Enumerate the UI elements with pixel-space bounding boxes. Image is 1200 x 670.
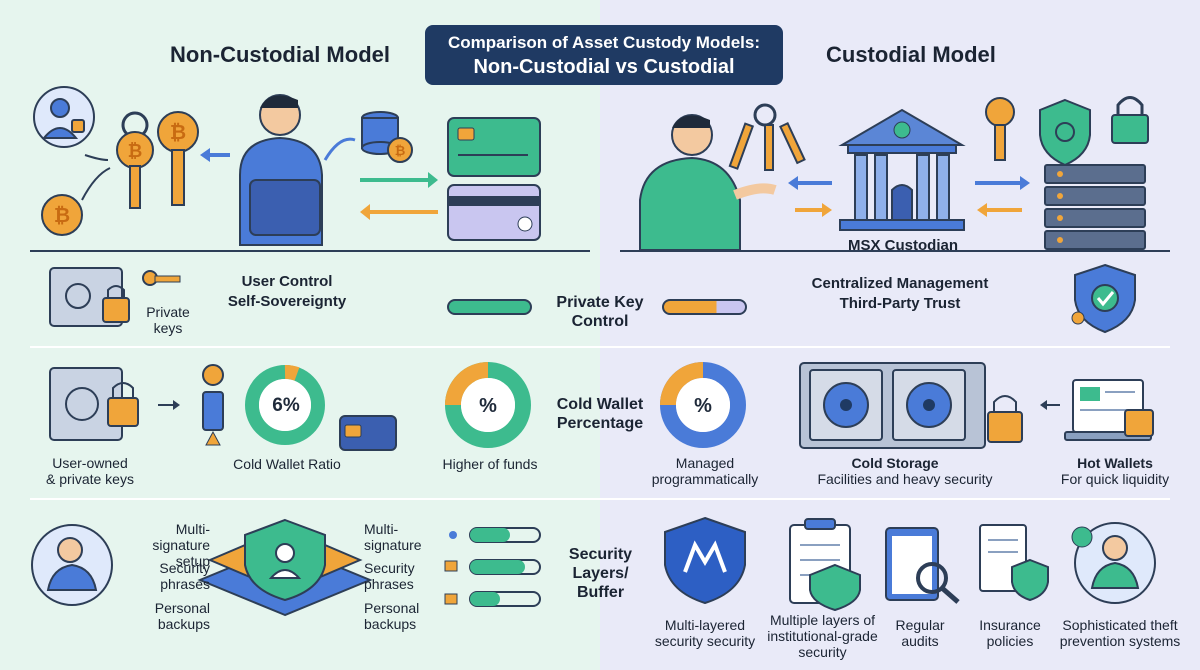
green-card-icon [447,117,541,177]
centralized-management-label: Centralized Management Third-Party Trust [811,275,989,312]
theft-prevention-label: Sophisticated theft prevention systems [1059,617,1181,649]
person-offering-keys-icon [639,114,777,251]
non-custodial-header: Non-Custodial Model [170,42,390,67]
arrow-to-coins [323,137,356,161]
arrow-curve-1 [81,167,111,201]
cold-wallet-ratio-label: Cold Wallet Ratio [233,456,341,472]
person-with-wallet-icon [239,94,323,246]
cold-wallet-percentage-label: Cold Wallet Percentage [556,396,644,432]
msx-shield-icon [664,516,746,605]
security-phrases-right-label: Security phrases [364,560,415,592]
small-keys-icon [142,270,181,286]
safe-icon-small [49,267,130,327]
svg-text:₿: ₿ [128,141,143,162]
usb-bitcoin-icon [202,364,224,446]
multi-layered-label: Multi-layered security security [654,617,756,649]
wallet-card-icon [339,415,397,451]
shield-check-icon-r1 [1071,263,1136,334]
user-owned-label: User-owned & private keys [46,455,134,487]
hot-wallet-laptop-icon [1064,379,1154,441]
higher-funds-label: Higher of funds [442,456,538,472]
hot-wallets-subtitle: For quick liquidity [1060,471,1170,487]
svg-text:₿: ₿ [54,203,70,227]
divider-2 [30,498,1170,500]
arrow-curve-2 [84,154,109,161]
insurance-document-icon [979,524,1049,602]
cold-storage-title: Cold Storage [851,455,939,471]
coin-stack-icon: ₿ [361,111,413,163]
shield-gear-icon [1039,98,1091,167]
person-thumbs-up-left [31,524,113,606]
comparison-title: Comparison of Asset Custody Models: Non-… [425,25,783,85]
svg-text:₿: ₿ [170,120,186,144]
percent-symbol-right: % [694,395,712,417]
managed-donut [660,362,746,448]
safe-icon-row2 [49,367,139,441]
private-key-bar-right [662,299,747,315]
security-layers-label: Security Layers/ Buffer [568,546,633,601]
private-keys-label: Private keys [146,304,190,336]
security-progress-bars [444,527,541,607]
audit-magnifier-icon [885,527,960,604]
svg-text:₿: ₿ [395,144,406,159]
bitcoin-coin-icon: ₿ [41,194,83,236]
private-key-bar-left [447,299,532,315]
cold-ratio-value: 6% [272,395,300,416]
title-line-2: Non-Custodial vs Custodial [473,56,735,78]
checklist-clipboard-icon [789,518,861,612]
person-check-right [1071,522,1156,604]
percent-symbol-left: % [479,395,497,417]
personal-backups-left-label: Personal backups [154,600,210,632]
title-line-1: Comparison of Asset Custody Models: [447,33,760,52]
keys-icon [728,103,806,171]
msx-custodian-label: MSX Custodian [847,237,958,254]
multisig-setup-label: Multi-signature setup [152,521,210,569]
divider-1 [30,346,1170,348]
cold-storage-vault-icon [799,362,1023,449]
managed-programmatically-label: Managed programmatically [651,455,759,487]
private-key-control-label: Private Key Control [556,294,644,330]
institutional-label: Multiple layers of institutional-grade s… [767,612,878,660]
cold-storage-subtitle: Facilities and heavy security [817,471,993,487]
baseline-left [30,250,590,252]
multi-signature-right-label: Multi- signature [364,521,422,553]
personal-backups-right-label: Personal backups [364,600,420,632]
custodial-header: Custodial Model [826,42,996,67]
user-avatar-icon [33,86,95,148]
padlock-icon-top [1111,96,1149,144]
hot-wallets-title: Hot Wallets [1077,455,1153,471]
regular-audits-label: Regular audits [895,617,945,649]
security-phrases-left-label: Security phrases [159,560,210,592]
orange-key-icon [985,97,1015,161]
user-control-label: User Control Self-Sovereignty [227,273,347,310]
insurance-policies-label: Insurance policies [979,617,1041,649]
baseline-right [620,250,1170,252]
purple-card-icon [447,184,541,241]
higher-funds-donut [445,362,531,448]
security-layers-icon [197,518,373,617]
bank-building-icon [838,108,966,231]
bitcoin-keys-icon: ₿ ₿ [116,111,199,209]
cold-wallet-ratio-donut [245,365,325,445]
server-rack-icon [1044,164,1146,250]
